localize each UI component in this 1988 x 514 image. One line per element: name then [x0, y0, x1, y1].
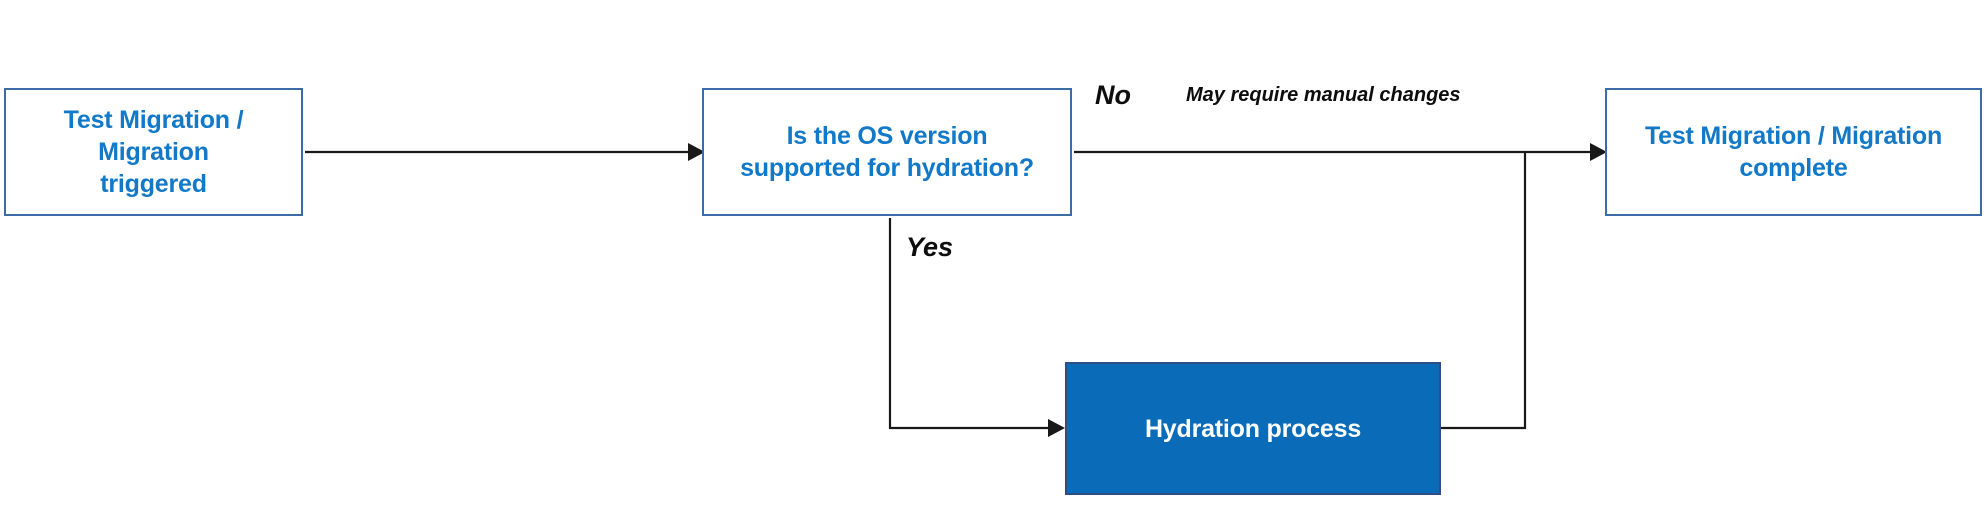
- node-hydration-process[interactable]: Hydration process: [1065, 362, 1441, 495]
- edge-label-yes: Yes: [906, 232, 954, 262]
- node-hydration-label: Hydration process: [1144, 414, 1362, 443]
- edge-hydration-to-end: [1441, 152, 1527, 430]
- edge-label-no: No: [1095, 80, 1131, 110]
- edge-label-manual-changes-note: May require manual changes: [1186, 84, 1461, 106]
- edge-start-to-decision: [305, 143, 705, 161]
- edge-decision-no-to-end: [1074, 143, 1607, 161]
- edge-decision-yes-to-hydration: [888, 218, 1065, 437]
